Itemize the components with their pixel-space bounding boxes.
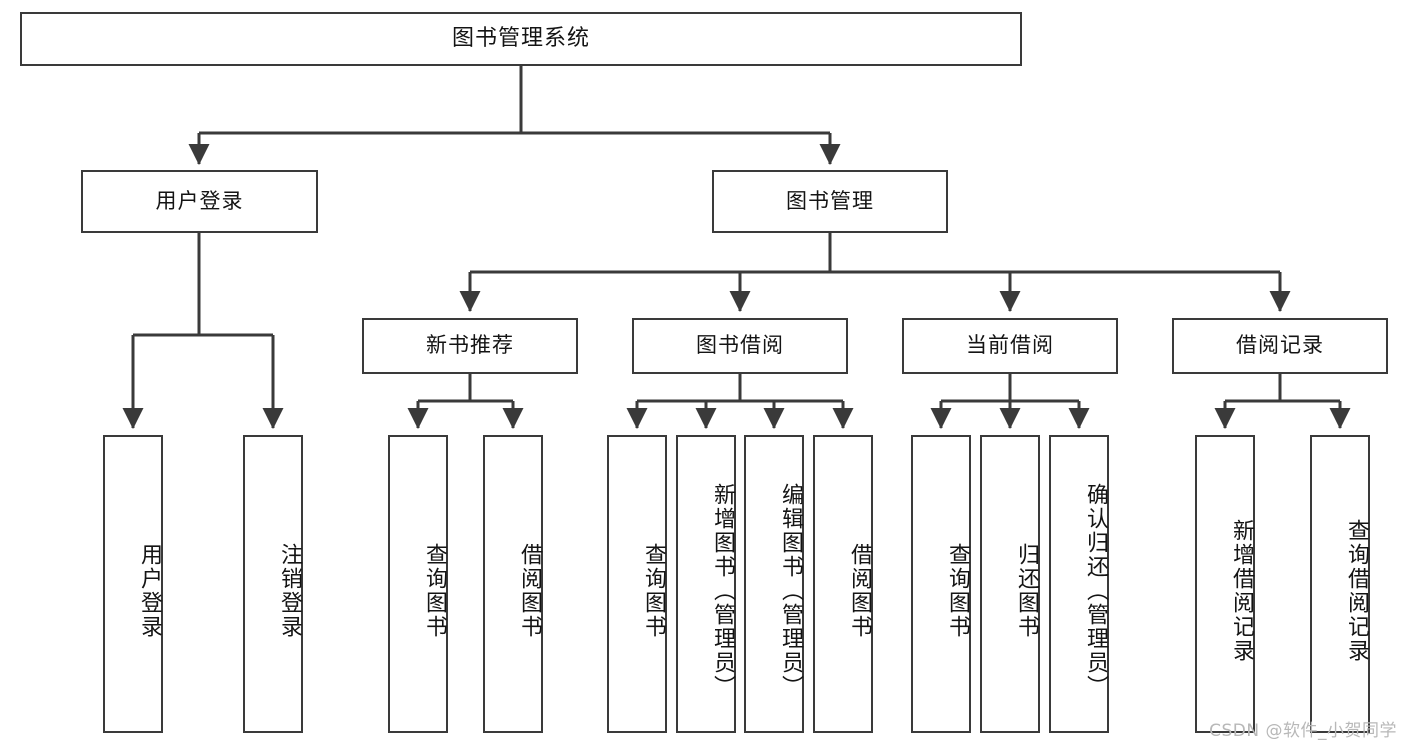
leaf-book-borrow-query[interactable]: 查询图书 (607, 435, 667, 733)
leaf-user-login-signin-label: 用户登录 (137, 543, 162, 639)
node-new-book-recommend-label: 新书推荐 (426, 333, 514, 358)
node-user-login-label: 用户登录 (155, 188, 244, 213)
leaf-current-borrow-return-label: 归还图书 (1014, 543, 1039, 639)
leaf-borrow-record-query[interactable]: 查询借阅记录 (1310, 435, 1370, 733)
leaf-borrow-record-add[interactable]: 新增借阅记录 (1195, 435, 1255, 733)
node-root-system-label: 图书管理系统 (451, 25, 590, 51)
leaf-book-borrow-edit[interactable]: 编辑图书（管理员） (744, 435, 804, 733)
leaf-book-borrow-lend-label: 借阅图书 (847, 543, 872, 639)
node-book-borrow-label: 图书借阅 (696, 333, 784, 358)
leaf-current-borrow-query[interactable]: 查询图书 (911, 435, 971, 733)
node-borrow-record[interactable]: 借阅记录 (1172, 318, 1388, 374)
leaf-book-borrow-query-label: 查询图书 (641, 543, 666, 639)
leaf-book-borrow-lend[interactable]: 借阅图书 (813, 435, 873, 733)
leaf-book-borrow-edit-label: 编辑图书（管理员） (778, 483, 803, 699)
node-borrow-record-label: 借阅记录 (1236, 333, 1324, 358)
leaf-book-borrow-add[interactable]: 新增图书（管理员） (676, 435, 736, 733)
leaf-new-book-borrow-label: 借阅图书 (517, 543, 542, 639)
leaf-borrow-record-add-label: 新增借阅记录 (1229, 519, 1254, 663)
leaf-user-login-signin[interactable]: 用户登录 (103, 435, 163, 733)
node-book-management-label: 图书管理 (786, 188, 874, 213)
node-book-management[interactable]: 图书管理 (712, 170, 948, 233)
csdn-watermark: CSDN @软件_小贺同学 (1209, 721, 1397, 741)
node-user-login[interactable]: 用户登录 (81, 170, 318, 233)
leaf-borrow-record-query-label: 查询借阅记录 (1344, 519, 1369, 663)
node-current-borrow-label: 当前借阅 (966, 333, 1054, 358)
node-new-book-recommend[interactable]: 新书推荐 (362, 318, 578, 374)
leaf-current-borrow-return[interactable]: 归还图书 (980, 435, 1040, 733)
leaf-current-borrow-confirm-label: 确认归还（管理员） (1083, 483, 1108, 699)
node-current-borrow[interactable]: 当前借阅 (902, 318, 1118, 374)
leaf-book-borrow-add-label: 新增图书（管理员） (710, 483, 735, 699)
node-book-borrow[interactable]: 图书借阅 (632, 318, 848, 374)
leaf-user-login-signout-label: 注销登录 (277, 543, 302, 639)
leaf-new-book-borrow[interactable]: 借阅图书 (483, 435, 543, 733)
leaf-current-borrow-query-label: 查询图书 (945, 543, 970, 639)
node-root-system[interactable]: 图书管理系统 (20, 12, 1022, 66)
leaf-user-login-signout[interactable]: 注销登录 (243, 435, 303, 733)
leaf-new-book-query[interactable]: 查询图书 (388, 435, 448, 733)
leaf-current-borrow-confirm[interactable]: 确认归还（管理员） (1049, 435, 1109, 733)
leaf-new-book-query-label: 查询图书 (422, 543, 447, 639)
